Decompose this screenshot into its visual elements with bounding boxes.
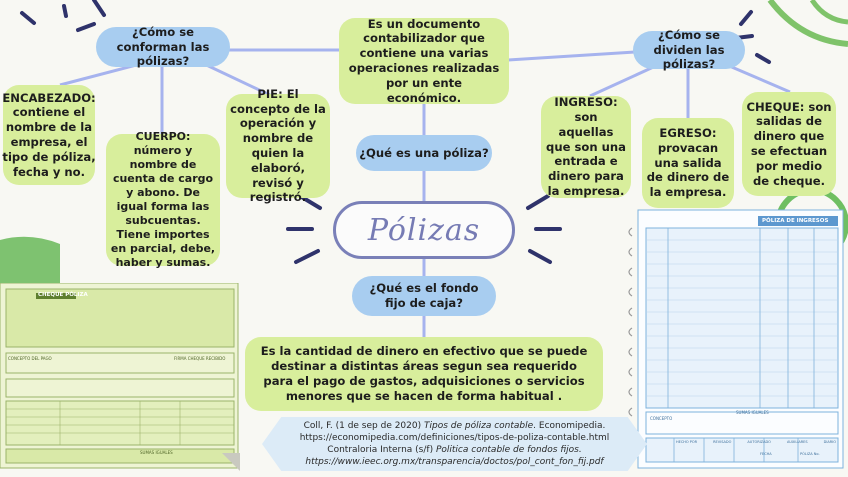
ingresos-form-concepto-label: CONCEPTO [650, 416, 673, 421]
reference-2-url[interactable]: https://www.ieec.org.mx/transparencia/do… [262, 456, 647, 468]
line-top-right-branch [507, 50, 636, 62]
reference-1: Coll, F. (1 de sep de 2020) Tipos de pól… [262, 420, 647, 432]
poliza-ingresos-form-image [628, 209, 844, 469]
ingresos-form-title: PÓLIZA DE INGRESOS [762, 218, 829, 224]
part-cuerpo: CUERPO: número y nombre de cuenta de car… [106, 130, 220, 269]
reference-1-url[interactable]: https://economipedia.com/definiciones/ti… [299, 432, 610, 443]
ingresos-form-fecha-label: FECHA [760, 452, 772, 456]
ingresos-form-sumas-label: SUMAS IGUALES [736, 410, 769, 415]
reference-2-author: Contraloria Interna (s/f) [327, 445, 434, 455]
line-to-pie [199, 60, 273, 98]
green-arc-top-right-2 [809, 0, 848, 25]
footer-diario: DIARIO [823, 440, 836, 444]
question-como-se-conforman: ¿Cómo se conforman las pólizas? [96, 25, 230, 68]
footer-revisado: REVISADO [713, 440, 732, 444]
cheque-poliza-form-image [0, 283, 240, 471]
definition-poliza: Es un documento contabilizador que conti… [339, 17, 509, 105]
line-to-encabezado [59, 62, 141, 87]
part-pie: PIE: El concepto de la operación y nombr… [226, 87, 330, 204]
question-como-se-dividen: ¿Cómo se dividen las pólizas? [633, 28, 745, 71]
footer-auxiliares: AUXILIARES [786, 440, 808, 444]
question-fondo-fijo-de-caja: ¿Qué es el fondo fijo de caja? [352, 276, 496, 316]
type-cheque: CHEQUE: son salidas de dinero que se efe… [742, 92, 836, 196]
line-to-ingreso [589, 62, 661, 98]
reference-2: Contraloria Interna (s/f) Politica conta… [262, 444, 647, 456]
part-encabezado: ENCABEZADO: contiene el nombre de la emp… [2, 85, 96, 185]
question-que-es-una-poliza: ¿Qué es una póliza? [356, 135, 492, 171]
footer-hecho-por: HECHO POR [676, 440, 698, 444]
ingresos-form-poliza-no-label: PÓLIZA No. [800, 452, 820, 456]
decorative-dashes-top-left [20, 0, 106, 32]
green-blob-left [0, 236, 60, 290]
green-arc-top-right [767, 0, 848, 47]
type-ingreso: INGRESO: son aquellas que son una entrad… [541, 95, 631, 198]
cheque-form-sumas-label: SUMAS IGUALES [140, 450, 173, 455]
reference-1-title: Tipos de póliza contable [424, 420, 534, 431]
reference-2-title: Politica contable de fondos fijos. [435, 445, 582, 455]
center-rays [286, 194, 562, 264]
type-egreso: EGRESO: provacan una salida de dinero de… [642, 118, 734, 208]
reference-1-author: Coll, F. (1 de sep de 2020) [303, 420, 422, 431]
ingresos-form-footer: HECHO POR REVISADO AUTORIZADO AUXILIARES… [676, 440, 836, 444]
reference-2-url-text[interactable]: https://www.ieec.org.mx/transparencia/do… [305, 457, 604, 468]
footer-autorizado: AUTORIZADO [747, 440, 771, 444]
cheque-form-title: CHEQUE PÓLIZA [38, 292, 88, 298]
references-banner: Coll, F. (1 de sep de 2020) Tipos de pól… [262, 417, 647, 471]
reference-1-source: . Economipedia. [533, 420, 606, 431]
central-title-text: Pólizas [367, 212, 481, 248]
definition-fondo-fijo: Es la cantidad de dinero en efectivo que… [245, 337, 603, 411]
cheque-form-concepto-label: CONCEPTO DEL PAGO [8, 356, 52, 361]
cheque-form-firma-label: FIRMA CHEQUE RECIBIDO [174, 356, 226, 361]
central-title-polizas: Pólizas [333, 201, 515, 259]
